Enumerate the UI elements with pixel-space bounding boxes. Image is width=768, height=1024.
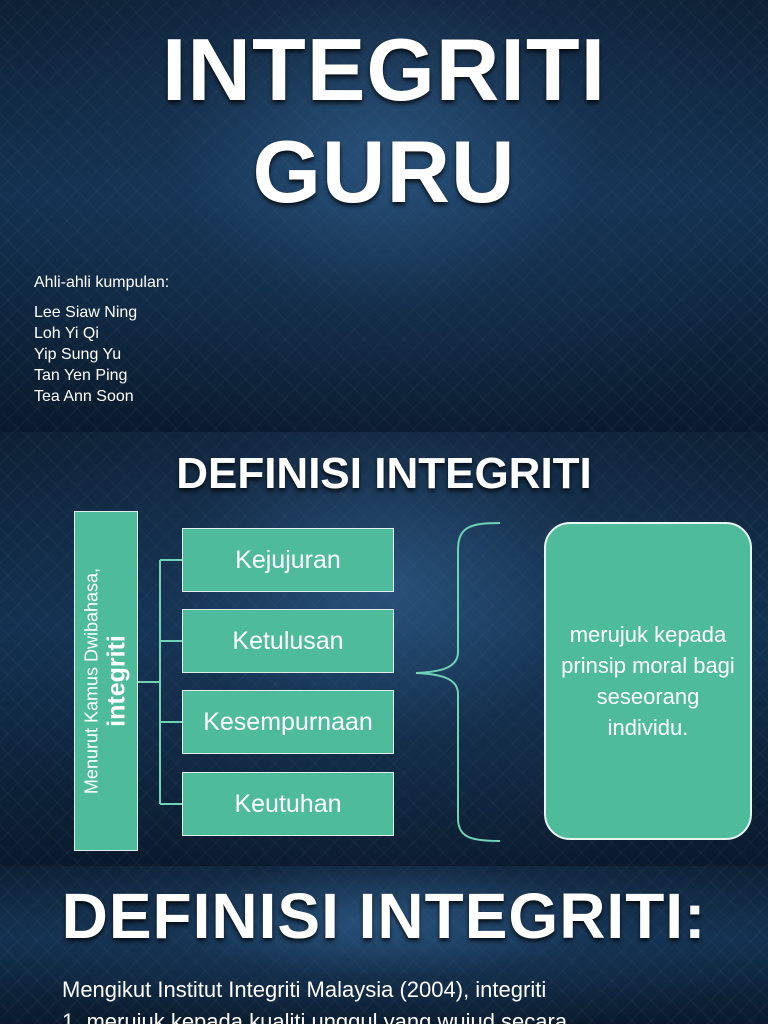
quality-box: Kesempurnaan: [182, 690, 394, 754]
term-label: integriti: [102, 635, 131, 727]
definition-title-2: DEFINISI INTEGRITI:: [61, 880, 707, 952]
members-heading: Ahli-ahli kumpulan:: [34, 274, 170, 291]
term-box: Menurut Kamus Dwibahasa, integriti: [74, 511, 138, 851]
slide-title: INTEGRITI GURU Ahli-ahli kumpulan: Lee S…: [0, 0, 768, 432]
member-name: Yip Sung Yu: [34, 346, 122, 363]
paragraph-line: 1. merujuk kepada kualiti unggul yang wu…: [62, 1009, 568, 1024]
curly-brace: [415, 522, 501, 842]
description-box: merujuk kepada prinsip moral bagi seseor…: [544, 522, 752, 840]
source-label: Menurut Kamus Dwibahasa,: [81, 567, 102, 795]
member-name: Tea Ann Soon: [34, 388, 134, 405]
group-members: Ahli-ahli kumpulan: Lee Siaw Ning Loh Yi…: [34, 272, 169, 407]
slide-definition-text: DEFINISI INTEGRITI: Mengikut Institut In…: [0, 866, 768, 1024]
quality-box: Keutuhan: [182, 772, 394, 836]
quality-box: Ketulusan: [182, 609, 394, 673]
definition-paragraph: Mengikut Institut Integriti Malaysia (20…: [62, 974, 742, 1024]
paragraph-line: Mengikut Institut Integriti Malaysia (20…: [62, 977, 547, 1002]
quality-box: Kejujuran: [182, 528, 394, 592]
member-name: Lee Siaw Ning: [34, 304, 138, 321]
title-line-1: INTEGRITI: [161, 20, 607, 119]
definition-title: DEFINISI INTEGRITI: [176, 449, 592, 498]
title-line-2: GURU: [252, 122, 516, 221]
member-name: Loh Yi Qi: [34, 325, 99, 342]
member-name: Tan Yen Ping: [34, 367, 128, 384]
slide-definition-diagram: DEFINISI INTEGRITI Menurut Kamus Dwibaha…: [0, 432, 768, 866]
connector-lines: [138, 522, 501, 842]
